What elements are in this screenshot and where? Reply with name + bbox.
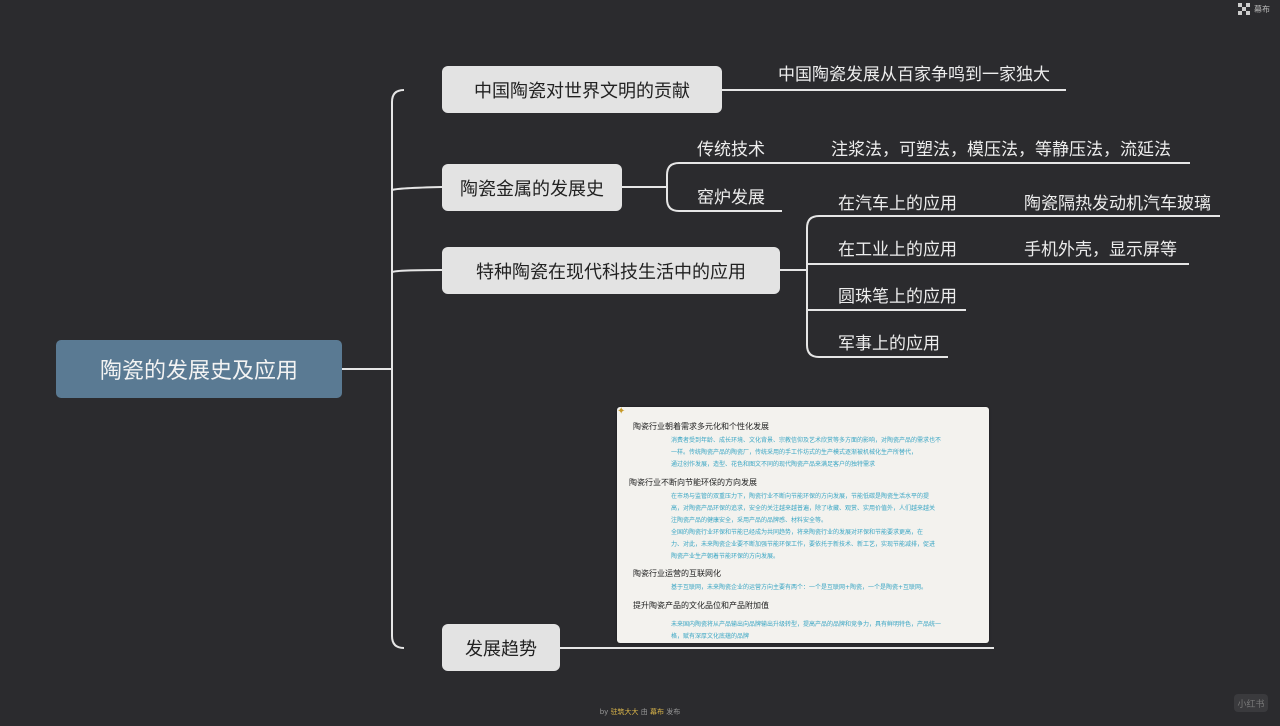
note-section-title: 陶瓷行业不断向节能环保的方向发展 <box>629 478 757 487</box>
note-section-title: 陶瓷行业朝着需求多元化和个性化发展 <box>633 422 769 431</box>
pin-icon: ✦ <box>617 407 626 417</box>
note-section-body: 基于互联网，未来陶瓷企业的运营方向主要有两个：一个是互联网+陶瓷，一个是陶瓷+互… <box>671 584 928 591</box>
leaf-contribution-summary[interactable]: 中国陶瓷发展从百家争鸣到一家独大 <box>778 65 1050 85</box>
branch-node-applications[interactable]: 特种陶瓷在现代科技生活中的应用 <box>442 247 780 294</box>
note-section-body: 在市场与监管的双重压力下，陶瓷行业不断向节能环保的方向发展，节能低碳是陶瓷生活水… <box>671 493 936 560</box>
branch-node-history[interactable]: 陶瓷金属的发展史 <box>442 164 622 211</box>
note-section-title: 陶瓷行业运营的互联网化 <box>633 569 721 578</box>
leaf-pen-application[interactable]: 圆珠笔上的应用 <box>838 287 957 307</box>
watermark-logo: 小红书 <box>1234 694 1268 712</box>
branch-node-trends[interactable]: 发展趋势 <box>442 624 560 671</box>
note-section-body: 消费者受到年龄、成长环境、文化背景、宗教信仰及艺术欣赏等多方面的影响，对陶瓷产品… <box>671 437 942 468</box>
leaf-automotive-detail[interactable]: 陶瓷隔热发动机汽车玻璃 <box>1024 194 1211 214</box>
root-node[interactable]: 陶瓷的发展史及应用 <box>56 340 342 398</box>
brand-badge[interactable]: 幕布 <box>1238 3 1270 15</box>
leaf-traditional-tech[interactable]: 传统技术 <box>697 140 765 160</box>
leaf-kiln-development[interactable]: 窑炉发展 <box>697 188 765 208</box>
leaf-military-application[interactable]: 军事上的应用 <box>838 334 940 354</box>
note-section-title: 提升陶瓷产品的文化品位和产品附加值 <box>633 601 769 610</box>
brand-label: 幕布 <box>1254 4 1270 14</box>
leaf-automotive-application[interactable]: 在汽车上的应用 <box>838 194 957 214</box>
note-section-body: 未来国内陶瓷将从产品输出向品牌输出升级转型，提高产品的品牌和竞争力，具有鲜明特色… <box>671 621 942 640</box>
leaf-industrial-application[interactable]: 在工业上的应用 <box>838 240 957 260</box>
footer-credit: by 驻筑大大 由 幕布 发布 <box>599 708 681 716</box>
branch-node-contribution[interactable]: 中国陶瓷对世界文明的贡献 <box>442 66 722 113</box>
mubu-logo-icon <box>1238 3 1250 15</box>
leaf-forming-methods[interactable]: 注浆法，可塑法，模压法，等静压法，流延法 <box>831 140 1171 160</box>
trend-note-card[interactable]: ✦ 陶瓷行业朝着需求多元化和个性化发展 消费者受到年龄、成长环境、文化背景、宗教… <box>617 407 989 643</box>
leaf-industrial-detail[interactable]: 手机外壳，显示屏等 <box>1024 240 1177 260</box>
